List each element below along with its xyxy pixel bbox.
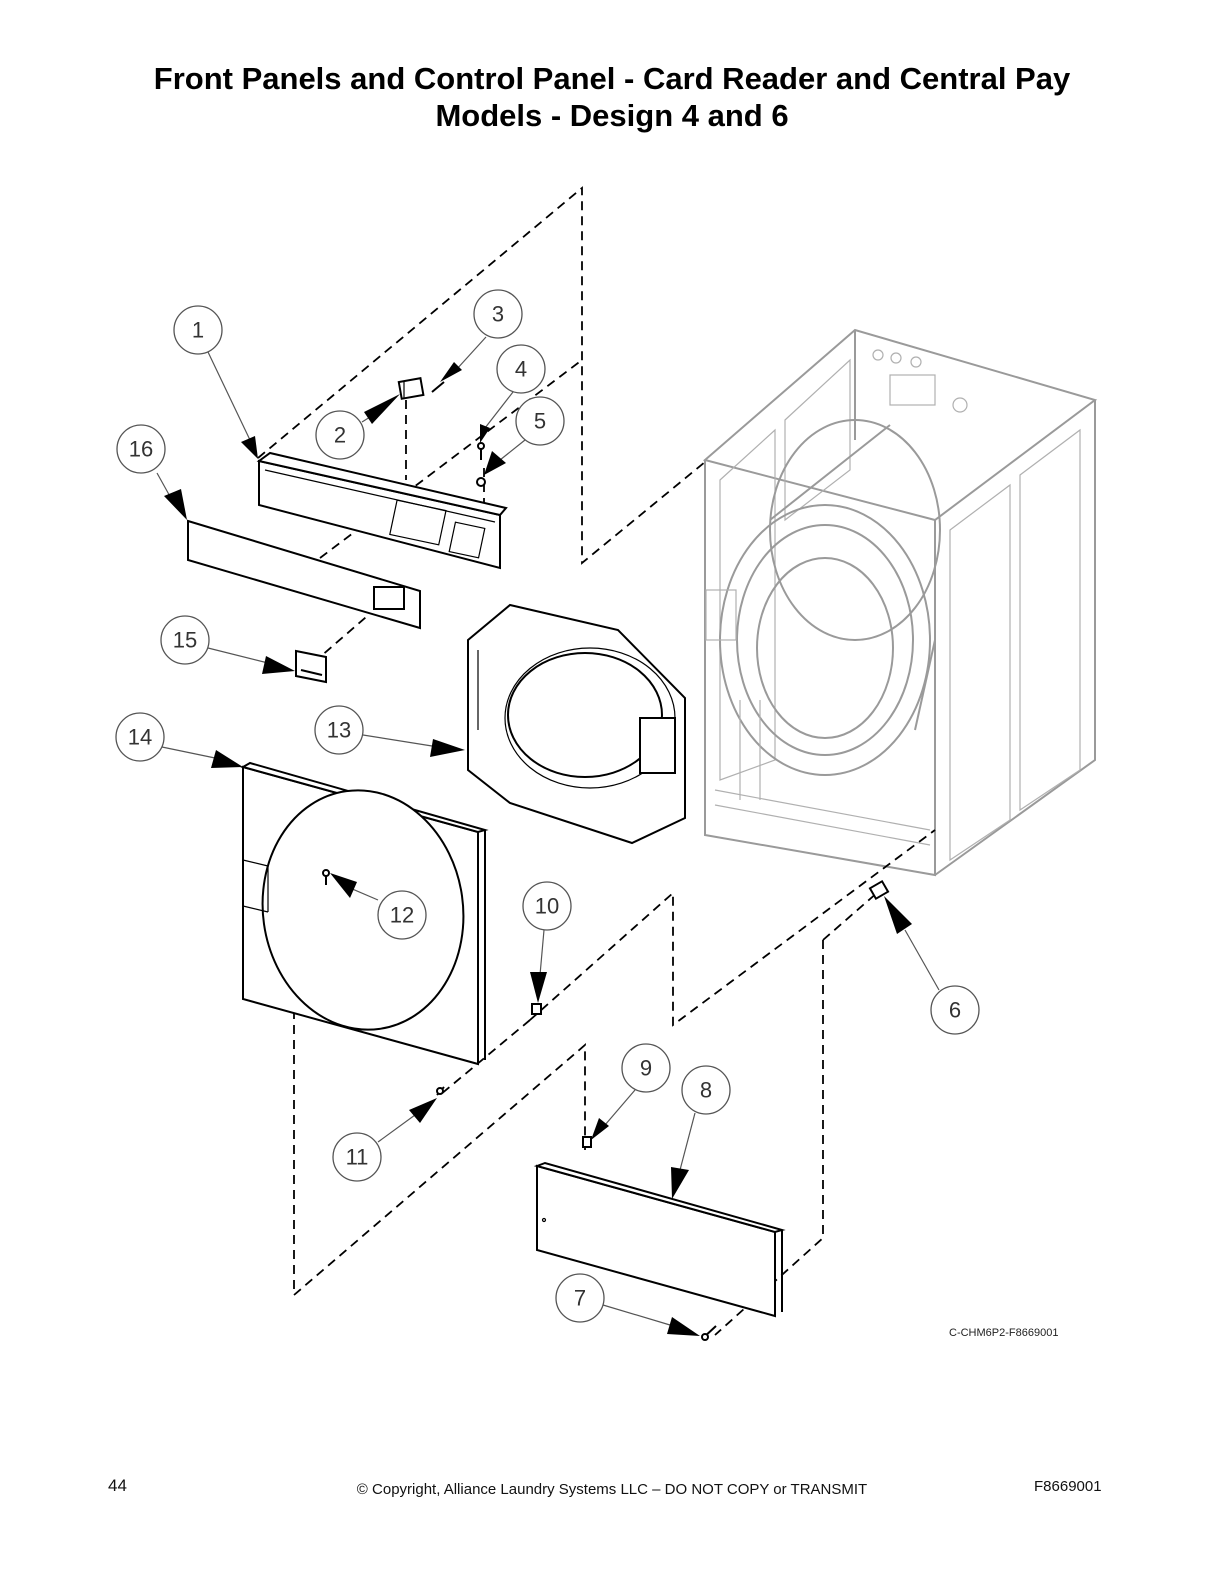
part-12-screw: [322, 869, 330, 885]
callout-10: 10: [522, 881, 572, 931]
callout-7: 7: [555, 1273, 605, 1323]
part-13-front-frame: [467, 603, 686, 845]
svg-text:9: 9: [640, 1056, 652, 1081]
washer-drum: [719, 419, 941, 776]
page-number: 44: [108, 1476, 127, 1495]
svg-text:5: 5: [534, 409, 546, 434]
svg-text:2: 2: [334, 423, 346, 448]
part-1-control-panel: [256, 451, 508, 570]
callout-15: 15: [160, 615, 210, 665]
part-16-overlay: [187, 519, 421, 630]
callout-16: 16: [116, 424, 166, 474]
svg-text:4: 4: [515, 357, 527, 382]
svg-text:7: 7: [574, 1286, 586, 1311]
callout-12: 12: [377, 890, 427, 940]
svg-text:14: 14: [128, 725, 152, 750]
svg-text:16: 16: [129, 437, 153, 462]
leader-lines: [156, 336, 940, 1336]
copyright-notice: © Copyright, Alliance Laundry Systems LL…: [356, 1481, 868, 1498]
callout-3: 3: [473, 289, 523, 339]
part-15-bezel: [295, 649, 327, 684]
part-6-foot: [868, 879, 890, 901]
callout-4: 4: [496, 344, 546, 394]
svg-text:10: 10: [535, 894, 559, 919]
callout-11: 11: [332, 1132, 382, 1182]
part-9-clip: [582, 1136, 592, 1148]
part-2-bracket: [397, 377, 425, 400]
title-line-1: Front Panels and Control Panel - Card Re…: [153, 61, 1071, 96]
callout-13: 13: [314, 705, 364, 755]
svg-text:12: 12: [390, 903, 414, 928]
svg-text:3: 3: [492, 302, 504, 327]
callout-5: 5: [515, 396, 565, 446]
callout-6: 6: [930, 985, 980, 1035]
part-14-front-panel: [240, 761, 489, 1066]
title-line-2: Models - Design 4 and 6: [435, 98, 789, 133]
callout-14: 14: [115, 712, 165, 762]
part-4-screw: [477, 442, 485, 460]
part-8-lower-panel: [533, 1161, 786, 1318]
page-title: Front Panels and Control Panel - Card Re…: [0, 60, 1224, 134]
svg-text:11: 11: [346, 1145, 369, 1170]
svg-text:8: 8: [700, 1078, 712, 1103]
part-3-screw: [431, 381, 445, 393]
part-7-screw: [701, 1325, 717, 1341]
part-10-clip: [531, 1003, 542, 1015]
washer-cabinet: [702, 328, 1098, 877]
svg-text:15: 15: [173, 628, 197, 653]
callouts: 1 2 3 4 5 6 7 8 9 10 11 12 13 14 15 16: [115, 289, 980, 1323]
svg-text:1: 1: [192, 318, 204, 343]
svg-text:6: 6: [949, 998, 961, 1023]
callout-9: 9: [621, 1043, 671, 1093]
callout-2: 2: [315, 410, 365, 460]
part-5-nut: [476, 477, 486, 487]
document-number: F8669001: [1034, 1478, 1102, 1495]
callout-1: 1: [173, 305, 223, 355]
part-11-screw: [436, 1086, 445, 1096]
callout-8: 8: [681, 1065, 731, 1115]
drawing-code: C-CHM6P2-F8669001: [949, 1327, 1059, 1339]
svg-text:13: 13: [327, 718, 351, 743]
